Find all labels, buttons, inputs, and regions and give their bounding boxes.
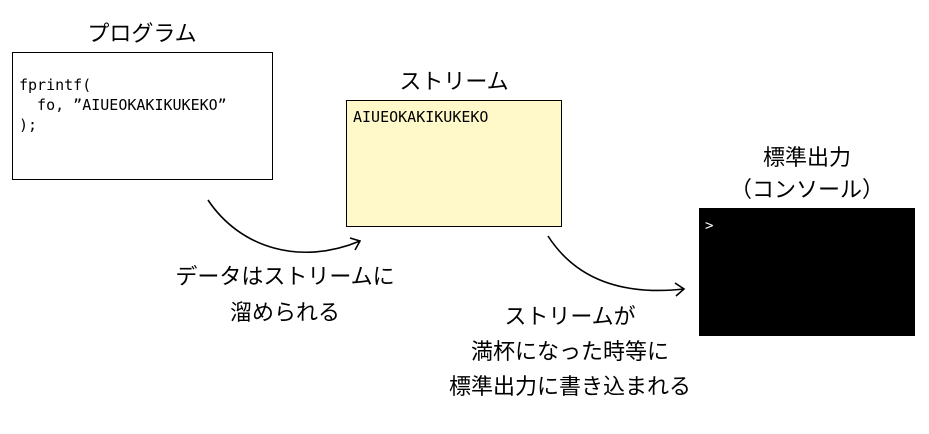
arrow-program-to-stream-head <box>349 237 362 251</box>
caption-to-console-line1: ストリームが <box>504 305 636 330</box>
stream-content: AIUEOKAKIKUKEKO <box>353 108 489 126</box>
console-title-line1: 標準出力 <box>762 146 851 171</box>
program-code-line: fprintf( <box>19 76 92 94</box>
program-code-line: ); <box>19 116 38 134</box>
program-title: プログラム <box>87 22 197 47</box>
arrow-stream-to-console-head <box>674 282 686 297</box>
caption-to-stream-line2: 溜められる <box>229 301 340 326</box>
program-code-line: fo, ”AIUEOKAKIKUKEKO” <box>19 96 227 114</box>
caption-to-stream-line1: データはストリームに <box>175 265 395 290</box>
caption-to-console-line2: 満杯になった時等に <box>470 340 669 365</box>
caption-to-console-line3: 標準出力に書き込まれる <box>448 375 691 400</box>
program-box: fprintf( fo, ”AIUEOKAKIKUKEKO” ); <box>12 52 273 180</box>
stream-box: AIUEOKAKIKUKEKO <box>346 100 562 227</box>
arrow-stream-to-console <box>547 235 685 292</box>
arrow-program-to-stream <box>207 199 361 254</box>
console-box: > <box>699 208 915 336</box>
console-prompt: > <box>705 218 714 234</box>
console-title-line2: （コンソール） <box>729 178 884 203</box>
stream-title: ストリーム <box>399 70 509 95</box>
